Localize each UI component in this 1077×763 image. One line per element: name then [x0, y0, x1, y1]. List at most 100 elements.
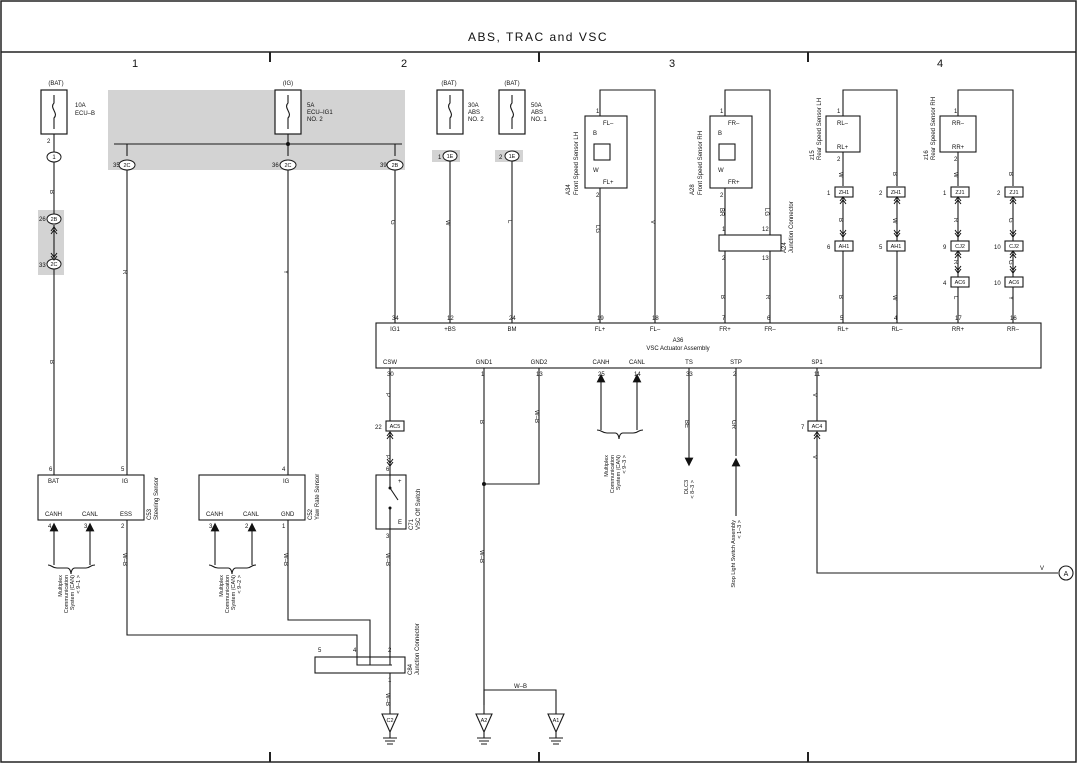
svg-text:A2: A2 — [481, 718, 488, 724]
svg-text:Front Speed Sensor LH: Front Speed Sensor LH — [574, 132, 580, 195]
svg-text:ABS: ABS — [531, 110, 543, 116]
svg-text:Communication: Communication — [225, 575, 231, 613]
svg-text:4: 4 — [353, 648, 357, 654]
svg-text:RL–: RL– — [837, 121, 849, 127]
svg-text:V: V — [811, 455, 817, 459]
svg-text:2: 2 — [596, 193, 600, 199]
svg-text:3: 3 — [84, 524, 88, 530]
svg-text:1: 1 — [827, 191, 831, 197]
svg-text:A28: A28 — [690, 184, 696, 195]
fuse-ecu-ig1: (IG) 5A ECU–IG1 NO. 2 — [274, 81, 333, 135]
svg-text:< 9–2 >: < 9–2 > — [237, 575, 243, 594]
svg-text:ZH1: ZH1 — [891, 190, 901, 196]
actuator-pin-number: 34 — [392, 316, 399, 322]
junction-connector-pins: 1 2C 35 2C 36 2B 39 1E 1 1E 2 — [46, 134, 520, 171]
svg-text:A: A — [1064, 571, 1069, 578]
column-number: 4 — [937, 58, 943, 70]
svg-text:BR: BR — [718, 208, 724, 217]
actuator-pin-label: CANL — [629, 360, 646, 366]
actuator-pin-number: 6 — [767, 316, 771, 322]
svg-text:1: 1 — [954, 109, 958, 115]
svg-text:1: 1 — [943, 191, 947, 197]
svg-text:System (CAN): System (CAN) — [231, 575, 237, 610]
actuator-pin-number: 2 — [733, 372, 737, 378]
svg-text:C2: C2 — [386, 718, 393, 724]
svg-text:L: L — [952, 296, 958, 300]
svg-text:GND: GND — [281, 512, 295, 518]
svg-text:1: 1 — [837, 109, 841, 115]
svg-text:Front Speed Sensor RH: Front Speed Sensor RH — [698, 131, 704, 195]
svg-text:P: P — [384, 455, 390, 459]
svg-text:1E: 1E — [509, 154, 516, 160]
svg-text:2: 2 — [997, 191, 1001, 197]
actuator-pin-label: RL+ — [837, 327, 849, 333]
svg-text:VSC Off Switch: VSC Off Switch — [416, 489, 422, 530]
svg-text:Junction Connector: Junction Connector — [789, 201, 795, 253]
svg-text:Stop Light Switch Assembly: Stop Light Switch Assembly — [731, 520, 737, 588]
offpage-connector-a — [1058, 565, 1074, 581]
actuator-pin-number: 16 — [1010, 316, 1017, 322]
svg-text:C84: C84 — [408, 663, 414, 675]
svg-text:W–B: W–B — [384, 693, 390, 706]
actuator-pin-label: GND2 — [531, 360, 548, 366]
svg-text:FR+: FR+ — [728, 180, 740, 186]
svg-text:R: R — [121, 270, 127, 275]
svg-text:B: B — [48, 360, 54, 364]
svg-text:35: 35 — [113, 163, 120, 169]
svg-text:7: 7 — [801, 425, 805, 431]
svg-text:VSC Actuator Assembly: VSC Actuator Assembly — [646, 346, 709, 352]
svg-text:6: 6 — [386, 467, 390, 473]
rear-speed-sensor-lh: RL– RL+ 1 2 z15 Rear Speed Sensor LH W B — [810, 89, 898, 186]
svg-text:System (CAN): System (CAN) — [616, 455, 622, 490]
svg-text:B: B — [719, 295, 725, 299]
connector-ac5 — [385, 420, 405, 432]
svg-text:C52: C52 — [308, 508, 314, 520]
svg-text:G: G — [1007, 260, 1013, 265]
actuator-pin-label: FL– — [650, 327, 661, 333]
svg-text:2: 2 — [722, 256, 726, 262]
actuator-pin-number: 19 — [597, 316, 604, 322]
actuator-pin-label: RL– — [891, 327, 903, 333]
actuator-pin-number: 17 — [955, 316, 962, 322]
svg-text:GR: GR — [730, 420, 736, 430]
ground-c2: C2 — [381, 713, 399, 745]
column-number: 3 — [669, 58, 675, 70]
svg-text:(BAT): (BAT) — [504, 81, 519, 87]
svg-text:CANH: CANH — [206, 512, 223, 518]
fuse-ecu-b: (BAT) 10A ECU–B 2 — [40, 81, 95, 145]
fuse-abs-no2: (BAT) 30A ABS NO. 2 — [436, 81, 484, 135]
svg-text:2: 2 — [837, 157, 841, 163]
actuator-pin-label: FR+ — [719, 327, 731, 333]
svg-text:W: W — [952, 172, 958, 178]
svg-text:Communication: Communication — [610, 455, 616, 493]
svg-text:Yaw Rate Sensor: Yaw Rate Sensor — [315, 474, 321, 520]
actuator-pin-number: 33 — [686, 372, 693, 378]
actuator-pin-number: 13 — [536, 372, 543, 378]
svg-text:50A: 50A — [531, 103, 542, 109]
junction-connector-a24: 1 12 2 13 A24 Junction Connector B R — [718, 201, 795, 323]
svg-text:W: W — [593, 168, 599, 174]
svg-text:E: E — [398, 520, 402, 526]
actuator-pin-number: 4 — [894, 316, 898, 322]
svg-text:BE: BE — [683, 420, 689, 428]
svg-text:B: B — [837, 295, 843, 299]
svg-text:W: W — [891, 295, 897, 301]
svg-text:5A: 5A — [307, 103, 314, 109]
svg-text:ZH1: ZH1 — [839, 190, 849, 196]
actuator-pin-number: 12 — [447, 316, 454, 322]
svg-text:< 1–3 >: < 1–3 > — [737, 520, 743, 539]
front-speed-sensor-lh: FL– FL+ 1 2 B W A34 Front Speed Sensor L… — [566, 89, 656, 323]
svg-text:G: G — [1007, 218, 1013, 223]
connector-chevrons — [50, 196, 1017, 467]
svg-text:1: 1 — [722, 227, 726, 233]
svg-text:NO. 2: NO. 2 — [468, 117, 484, 123]
fuse-abs-no1: (BAT) 50A ABS NO. 1 — [498, 81, 547, 135]
svg-text:(IG): (IG) — [283, 81, 293, 87]
actuator-pin-number: 7 — [722, 316, 726, 322]
svg-text:(BAT): (BAT) — [441, 81, 456, 87]
actuator-pin-label: SP1 — [811, 360, 823, 366]
svg-text:6: 6 — [827, 245, 831, 251]
junction-block-shade — [108, 90, 405, 170]
svg-text:Y: Y — [282, 270, 288, 274]
